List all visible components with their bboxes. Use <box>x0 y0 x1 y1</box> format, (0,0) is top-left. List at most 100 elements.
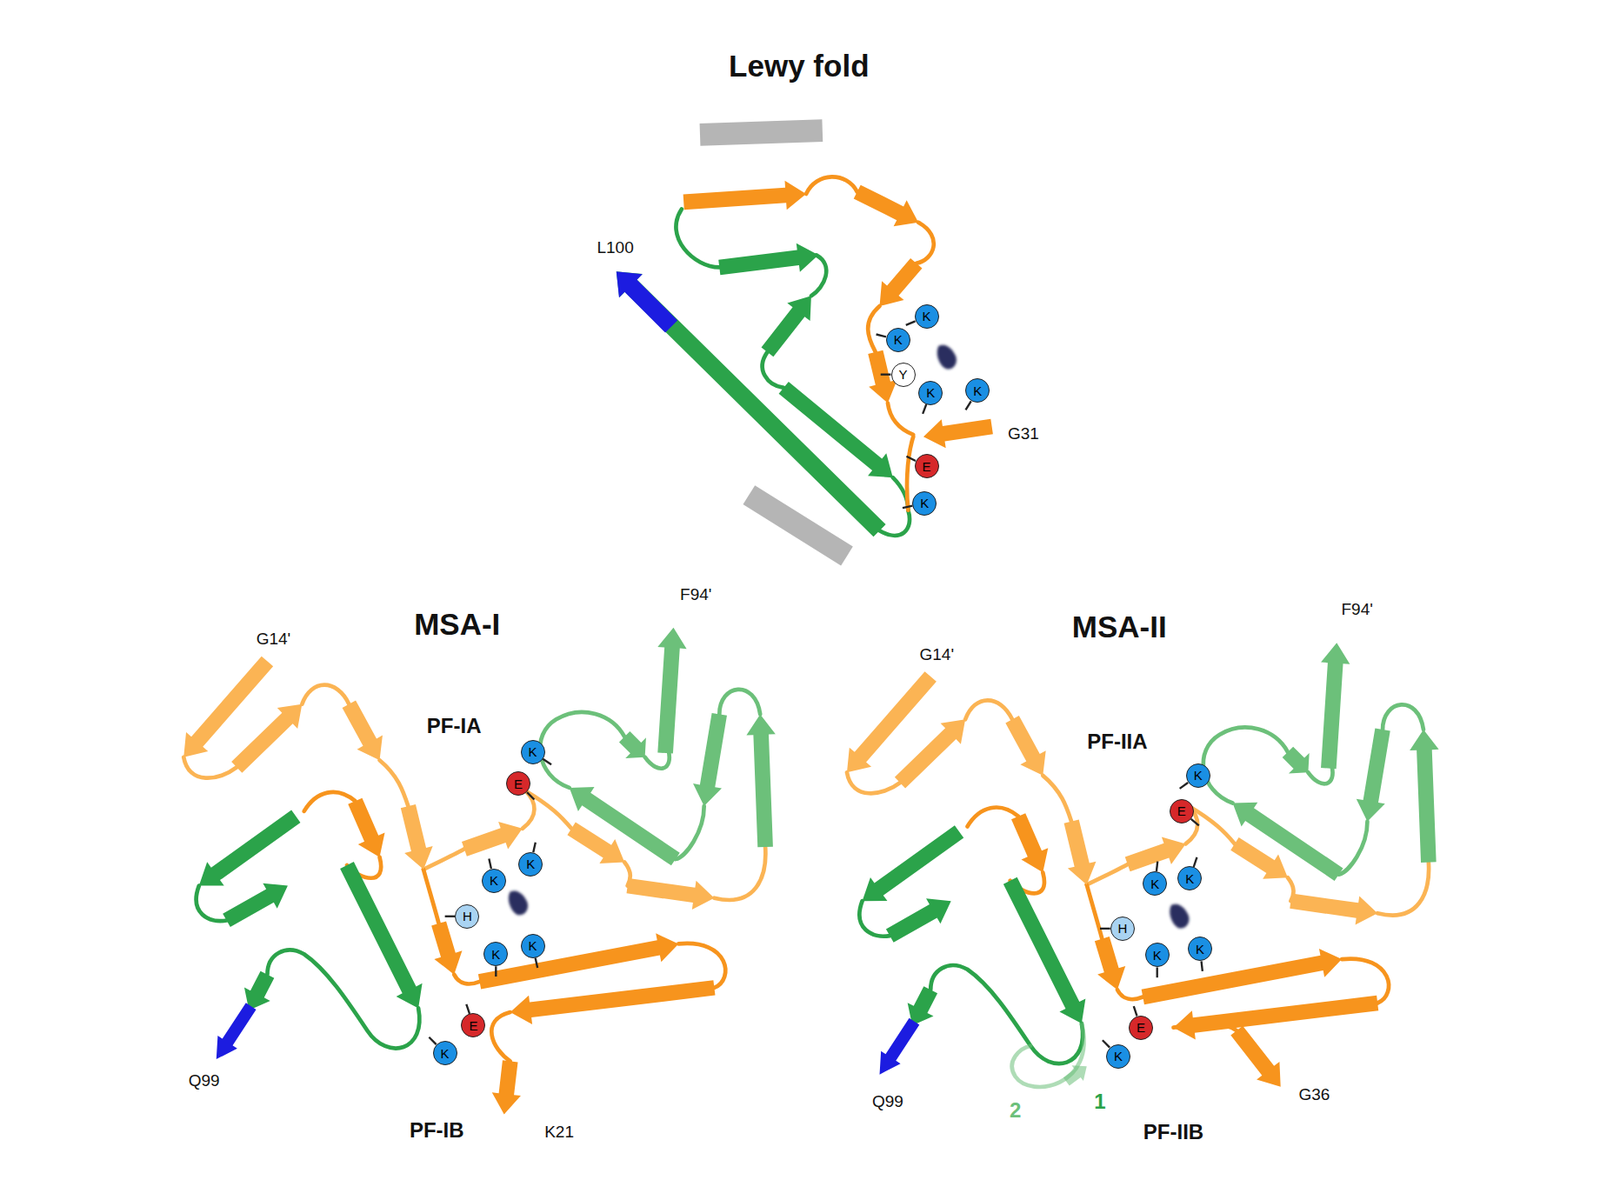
beta-strand <box>1094 936 1126 990</box>
residue-letter: E <box>1177 804 1187 818</box>
beta-strand <box>1230 837 1288 880</box>
beta-strand <box>923 419 994 448</box>
beta-strand <box>340 861 422 1008</box>
lewy-fold-ribbon <box>616 176 994 537</box>
beta-strand <box>683 180 807 210</box>
residue-circle: K <box>1187 936 1213 961</box>
residue-letter: K <box>1150 877 1160 891</box>
beta-strand <box>1320 642 1350 769</box>
beta-strand <box>1003 877 1086 1024</box>
residue-letter: H <box>462 909 473 923</box>
residue-letter: K <box>1113 1049 1123 1063</box>
loop-segment <box>811 254 827 296</box>
beta-strand <box>1005 715 1046 776</box>
grey-bar <box>748 494 847 556</box>
residue-circle: E <box>460 1013 486 1038</box>
loop-segment <box>304 792 356 812</box>
beta-strand <box>1230 1026 1280 1087</box>
side-chain-stick <box>902 506 913 509</box>
loop-segment <box>762 352 784 388</box>
side-chain-stick <box>428 1037 436 1045</box>
beta-strand <box>619 731 647 759</box>
protofilament-label: PF-IA <box>426 714 482 738</box>
beta-strand <box>862 825 965 901</box>
beta-strand <box>616 271 678 333</box>
residue-circle: H <box>454 904 480 929</box>
beta-strand <box>566 821 625 864</box>
loop-segment <box>713 846 766 900</box>
residue-circle: Y <box>891 362 916 387</box>
loop-segment <box>491 1012 510 1061</box>
residue-letter: K <box>1193 768 1203 782</box>
side-chain-stick <box>488 859 492 869</box>
side-chain-stick <box>922 404 927 414</box>
beta-strand <box>347 798 385 858</box>
residue-circle: K <box>1145 942 1170 967</box>
residue-circle: E <box>914 453 940 479</box>
beta-strand <box>894 719 966 788</box>
residue-label: F94' <box>680 586 712 605</box>
ligand-density <box>508 890 528 915</box>
side-chain-stick <box>906 456 915 461</box>
residue-circle: K <box>1186 763 1211 788</box>
loop-segment <box>867 306 880 353</box>
beta-strand <box>1141 948 1342 1005</box>
beta-strand <box>1409 729 1439 863</box>
residue-letter: Y <box>899 367 908 381</box>
residue-letter: K <box>926 386 935 400</box>
beta-strand <box>886 898 952 942</box>
beta-strand <box>761 295 812 357</box>
beta-strand <box>853 185 919 227</box>
residue-letter: K <box>489 873 499 887</box>
residue-letter: K <box>491 947 500 961</box>
beta-strand <box>222 883 288 927</box>
beta-strand <box>569 786 680 866</box>
side-chain-stick <box>445 915 456 918</box>
beta-strand <box>1064 820 1097 886</box>
residue-letter: K <box>1153 948 1162 962</box>
beta-strand <box>1289 893 1378 925</box>
loop-segment <box>846 772 900 794</box>
residue-circle: K <box>1177 866 1202 891</box>
residue-letter: K <box>1185 872 1194 886</box>
beta-strand <box>400 804 434 870</box>
side-chain-stick <box>1180 782 1189 789</box>
side-chain-stick <box>535 958 539 968</box>
loop-segment <box>1382 704 1424 730</box>
protofilament-label: PF-IB <box>409 1119 465 1142</box>
beta-strand <box>342 700 383 760</box>
loop-segment <box>1042 775 1072 822</box>
residue-circle: K <box>1106 1044 1131 1069</box>
protofilament-label: PF-IIB <box>1143 1120 1204 1144</box>
residue-letter: H <box>1117 921 1127 935</box>
residue-letter: E <box>1136 1020 1146 1034</box>
loop-segment <box>453 974 480 985</box>
panel-title: MSA-II <box>1072 610 1167 645</box>
panel-title: MSA-I <box>413 607 500 642</box>
residue-label: F94' <box>1341 600 1374 620</box>
msa-i-ribbon <box>183 627 776 1115</box>
residue-label: Q99 <box>872 1093 904 1112</box>
loop-segment <box>183 757 237 779</box>
loop-segment <box>966 807 1019 827</box>
loop-segment <box>916 222 934 264</box>
residue-label: G36 <box>1298 1086 1330 1105</box>
beta-strand <box>626 878 715 910</box>
beta-strand <box>478 933 679 989</box>
protofilament-label: PF-IIA <box>1086 730 1147 754</box>
residue-circle: K <box>914 304 940 329</box>
side-chain-stick <box>533 842 536 853</box>
residue-circle: K <box>433 1040 458 1066</box>
beta-strand <box>746 713 775 847</box>
beta-strand <box>1282 746 1310 774</box>
side-chain-sticks <box>428 320 1202 1047</box>
residue-circle: K <box>912 491 937 516</box>
beta-strand <box>718 243 819 275</box>
side-chain-stick <box>1100 927 1111 930</box>
loop-segment <box>965 700 1013 720</box>
loop-segment <box>540 712 625 788</box>
beta-strand <box>1356 728 1391 822</box>
beta-strand <box>1063 1065 1087 1086</box>
loop-segment <box>1086 884 1103 939</box>
